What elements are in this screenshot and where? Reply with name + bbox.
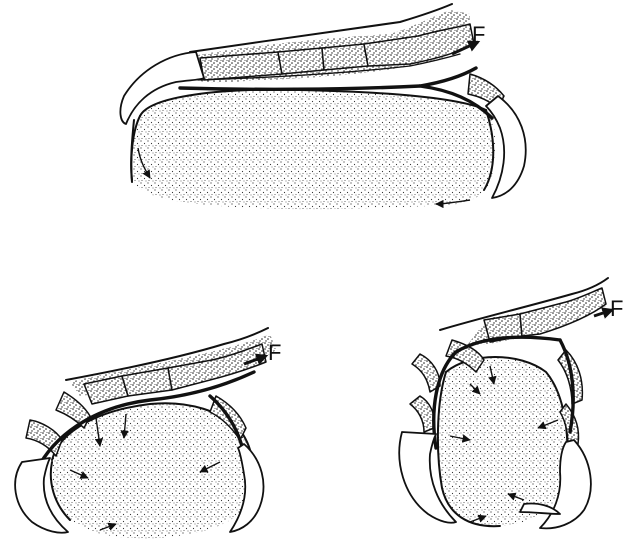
force-label: F (610, 296, 623, 321)
grasped-object (438, 357, 567, 526)
force-label: F (472, 22, 485, 47)
claw-front-tip (520, 503, 560, 514)
panel-flexed-tight: F (399, 278, 623, 528)
grasped-object (131, 90, 495, 209)
panel-extended: F (120, 4, 525, 209)
panel-flexed-medium: F (15, 328, 281, 538)
force-label: F (268, 340, 281, 365)
